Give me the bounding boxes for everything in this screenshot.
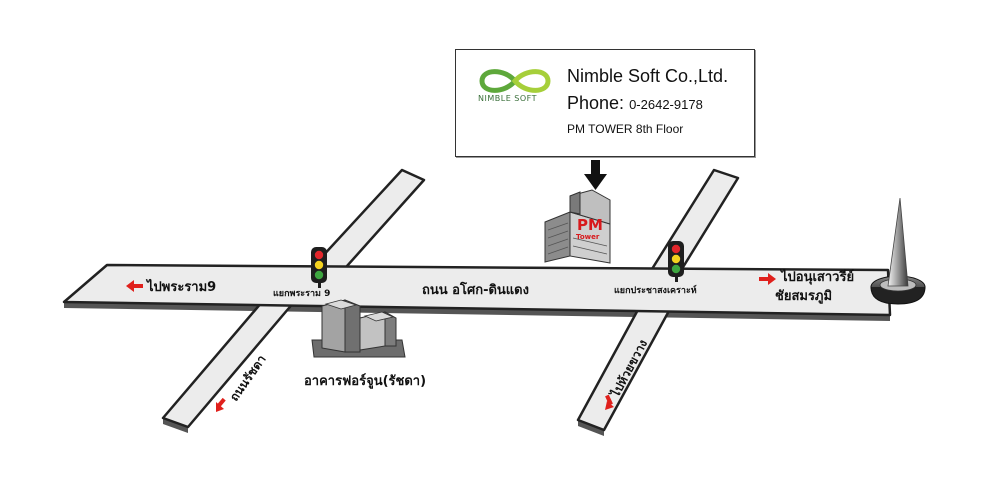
pm-tower-name-text: Tower — [576, 233, 600, 241]
label-junction-rama9: แยกพระราม 9 — [273, 289, 331, 299]
victory-monument — [870, 197, 926, 305]
company-phone: Phone: 0-2642-9178 — [567, 93, 703, 114]
label-asoke-dindaeng-road: ถนน อโศก-ดินแดง — [422, 283, 529, 298]
fortune-building — [311, 299, 406, 358]
nimble-soft-logo — [479, 69, 551, 93]
pm-tower-logo-text: PM — [577, 216, 603, 234]
road-ratchada-lower — [161, 293, 302, 429]
company-name: Nimble Soft Co.,Ltd. — [567, 66, 729, 86]
arrow-to-rama9 — [126, 280, 143, 292]
roads — [62, 168, 892, 432]
arrow-to-ratchada — [216, 397, 226, 412]
traffic-light-pracha — [668, 241, 684, 282]
road-asoke-dindaeng — [62, 263, 892, 317]
traffic-light-rama9 — [311, 247, 327, 288]
label-fortune-building: อาคารฟอร์จูน(รัชดา) — [304, 374, 427, 389]
phone-label: Phone: — [567, 93, 625, 113]
label-to-rama9: ไปพระราม9 — [147, 280, 217, 295]
arrow-to-huai-khwang — [605, 394, 614, 410]
label-to-victory-line1: ไปอนุเสาวรีย์ — [781, 270, 855, 285]
pm-tower-building — [544, 189, 611, 264]
phone-number: 0-2642-9178 — [629, 97, 703, 112]
direction-arrows — [126, 273, 776, 412]
label-junction-pracha: แยกประชาสงเคราะห์ — [614, 286, 697, 296]
pm-tower-pointer-arrow — [584, 160, 607, 190]
arrow-to-victory — [759, 273, 776, 285]
label-to-victory-line2: ชัยสมรภูมิ — [775, 289, 833, 304]
company-floor: PM TOWER 8th Floor — [567, 122, 684, 136]
logo-caption: NIMBLE SOFT — [478, 94, 538, 103]
company-info-box: NIMBLE SOFT Nimble Soft Co.,Ltd. Phone: … — [455, 49, 755, 157]
